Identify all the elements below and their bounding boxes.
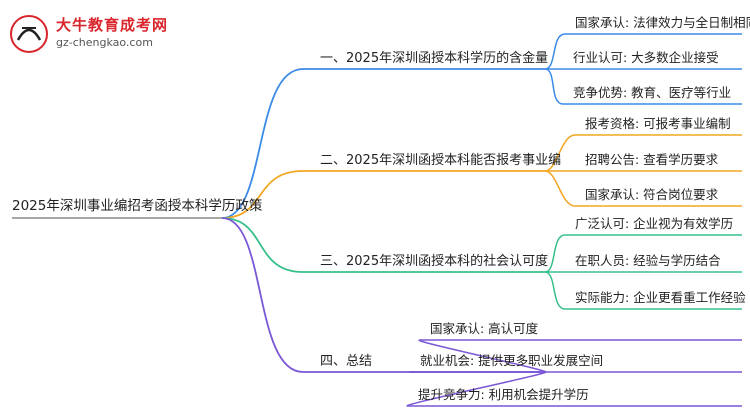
branch-topic-4: 四、总结	[320, 354, 372, 369]
leaf-topic: 实际能力: 企业更看重工作经验	[575, 290, 746, 305]
leaf-topic: 国家承认: 法律效力与全日制相同	[575, 15, 750, 30]
leaf-connector	[544, 33, 566, 70]
leaf-connector	[544, 271, 566, 310]
branch-connector	[221, 217, 304, 273]
leaf-topic: 广泛认可: 企业视为有效学历	[575, 216, 733, 231]
leaf-connector	[544, 234, 566, 273]
branch-topic-2: 二、2025年深圳函授本科能否报考事业编	[320, 153, 561, 168]
root-topic: 2025年深圳事业编招考函授本科学历政策	[12, 197, 263, 214]
leaf-topic: 国家承认: 高认可度	[430, 321, 539, 336]
branch-topic-1: 一、2025年深圳函授本科学历的含金量	[320, 50, 548, 66]
leaf-connector	[544, 68, 564, 105]
leaf-topic: 就业机会: 提供更多职业发展空间	[420, 353, 603, 368]
logo-brand-name: 大牛教育成考网	[56, 16, 169, 34]
leaf-topic: 竞争优势: 教育、医疗等行业	[573, 85, 731, 100]
leaf-connector	[544, 134, 576, 172]
site-logo[interactable]: 大牛教育成考网 gz-chengkao.com	[8, 14, 208, 54]
leaf-topic: 在职人员: 经验与学历结合	[575, 253, 721, 268]
leaf-connector	[406, 371, 546, 407]
mind-map-connectors	[12, 33, 742, 407]
leaf-topic: 提升竞争力: 利用机会提升学历	[418, 387, 589, 402]
leaf-connector	[418, 339, 546, 373]
branch-topic-3: 三、2025年深圳函授本科的社会认可度	[320, 253, 548, 269]
leaf-topic: 报考资格: 可报考事业编制	[585, 116, 731, 131]
mind-map-nodes: 2025年深圳事业编招考函授本科学历政策一、2025年深圳函授本科学历的含金量国…	[12, 15, 750, 402]
leaf-connector	[544, 170, 576, 207]
leaf-topic: 国家承认: 符合岗位要求	[585, 187, 719, 202]
leaf-topic: 招聘公告: 查看学历要求	[585, 152, 719, 167]
branch-connector	[221, 170, 304, 219]
logo-url: gz-chengkao.com	[56, 36, 153, 49]
branch-connector	[221, 217, 304, 373]
leaf-topic: 行业认可: 大多数企业接受	[573, 50, 719, 65]
logo-mark-icon	[10, 15, 48, 53]
branch-connector	[221, 68, 304, 219]
